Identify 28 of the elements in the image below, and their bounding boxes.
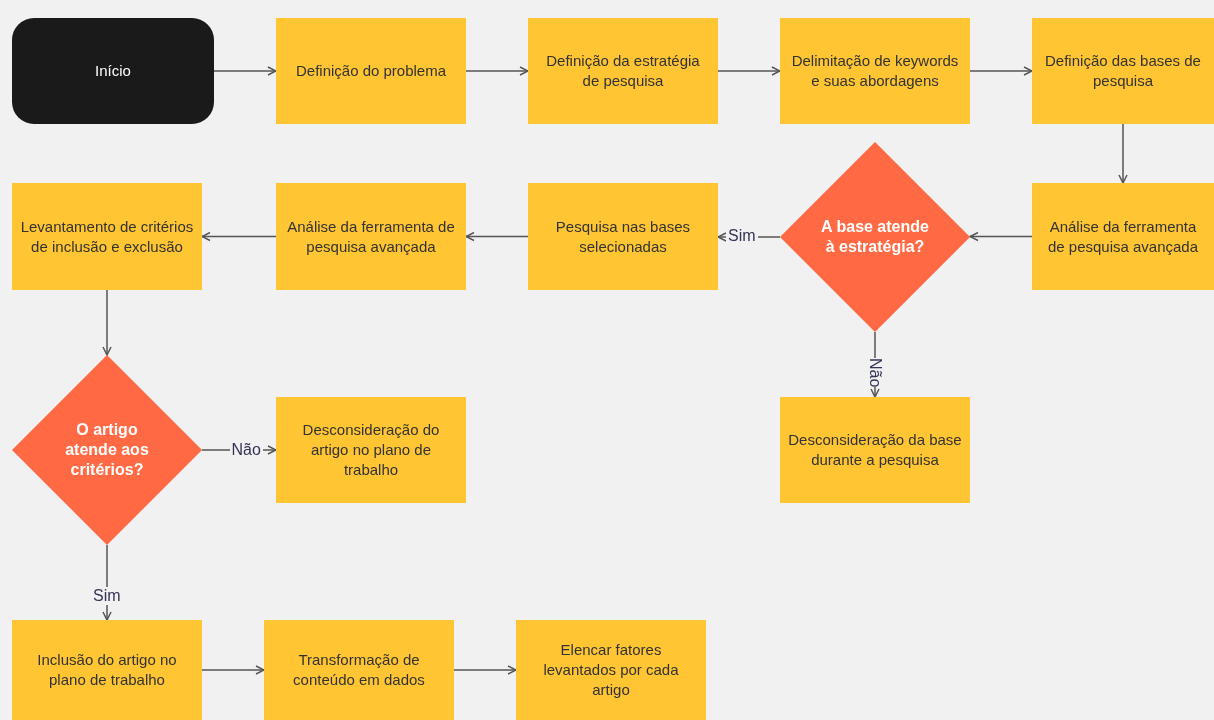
arrow	[969, 231, 1033, 242]
arrow	[1118, 123, 1128, 184]
process-box: Delimitação de keywords e suas abordagens	[780, 18, 970, 124]
arrow	[453, 665, 517, 675]
process-box: Inclusão do artigo no plano de trabalho	[12, 620, 202, 720]
edge-label: Sim	[91, 587, 123, 605]
process-box: Definição do problema	[276, 18, 466, 124]
process-box: Desconsideração do artigo no plano de trabalho	[276, 397, 466, 503]
process-box: Análise da ferramenta de pesquisa avançada	[276, 183, 466, 290]
decision-diamond: A base atende à estratégia?	[780, 142, 970, 332]
process-box: Definição da estratégia de pesquisa	[528, 18, 718, 124]
start-terminal: Início	[12, 18, 214, 124]
decision-diamond: O artigo atende aos critérios?	[12, 355, 202, 545]
process-box: Levantamento de critérios de inclusão e exclusão	[12, 183, 202, 290]
arrow	[465, 66, 529, 76]
process-box: Análise da ferramenta de pesquisa avançada	[1032, 183, 1214, 290]
process-box: Transformação de conteúdo em dados	[264, 620, 454, 720]
arrow	[717, 66, 781, 76]
arrow	[102, 289, 112, 356]
arrow	[213, 66, 277, 76]
process-box: Pesquisa nas bases selecionadas	[528, 183, 718, 290]
arrow	[201, 665, 265, 675]
process-box: Desconsideração da base durante a pesquisa	[780, 397, 970, 503]
process-box: Definição das bases de pesquisa	[1032, 18, 1214, 124]
arrow	[465, 231, 529, 242]
process-box: Elencar fatores levantados por cada artigo	[516, 620, 706, 720]
arrow	[969, 66, 1033, 76]
arrow	[201, 231, 277, 242]
